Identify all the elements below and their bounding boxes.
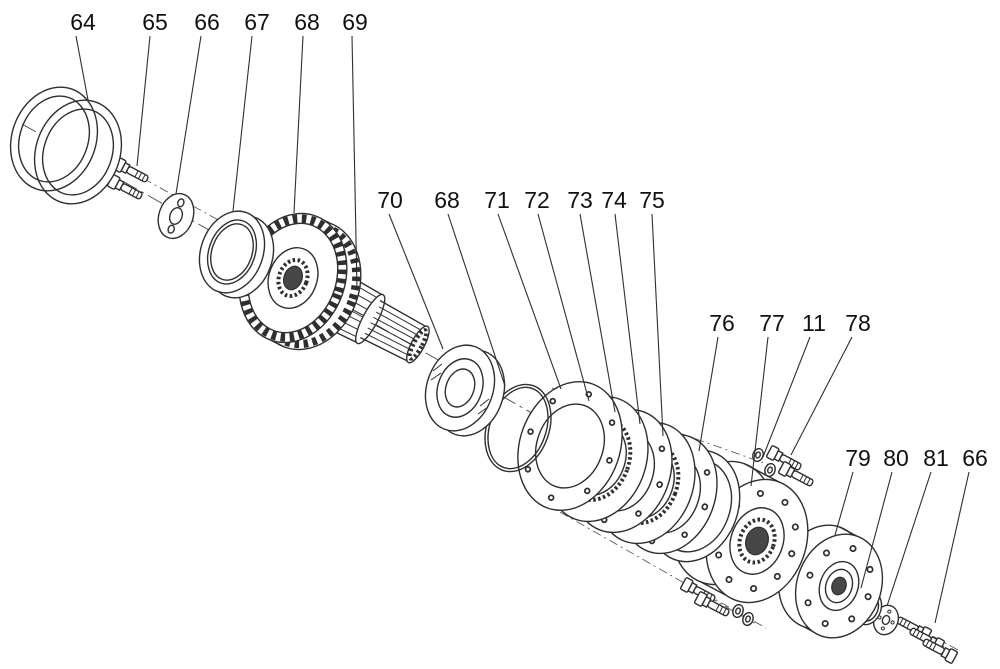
callout-label-75-12: 75 [639,187,665,213]
callout-label-81-19: 81 [923,445,949,471]
callout-leader-66-20 [934,471,970,624]
callout-label-80-18: 80 [883,445,909,471]
callout-leader-77-14 [750,336,769,487]
callout-leader-75-12 [651,213,664,437]
part-79-flange-hub [777,524,884,639]
callout-leader-70-6 [388,213,444,350]
callout-label-78-16: 78 [845,310,871,336]
callout-leader-69-5 [351,35,358,291]
callout-label-66-20: 66 [962,445,988,471]
callout-leader-68-4 [293,35,304,214]
callout-leader-64-0 [75,35,89,101]
callout-leader-67-3 [232,35,253,212]
callout-label-76-13: 76 [709,310,735,336]
part-66-lock-plate [157,192,195,240]
callout-layer: 64 65 66 67 68 69 70 68 71 72 73 74 75 76 77 11 78 79 80 81… [70,9,988,624]
callout-label-72-9: 72 [524,187,550,213]
callout-label-65-1: 65 [142,9,168,35]
callout-label-68-7: 68 [434,187,460,213]
callout-leader-65-1 [136,35,151,167]
callout-label-11-15: 11 [802,310,826,336]
callout-leader-73-10 [579,213,616,413]
callout-leader-74-11 [614,213,641,425]
callout-leader-71-8 [497,213,562,390]
callout-leader-78-16 [790,336,853,456]
callout-leader-68-7 [447,213,506,387]
callout-leader-81-19 [886,471,932,607]
callout-label-71-8: 71 [484,187,510,213]
part-64-sleeve [9,86,123,205]
part-67-spacer-ring [198,210,275,299]
callout-label-70-6: 70 [377,187,403,213]
callout-label-74-11: 74 [601,187,627,213]
callout-label-64-0: 64 [70,9,96,35]
callout-label-73-10: 73 [567,187,593,213]
washer-icon [750,446,766,464]
callout-label-68-4: 68 [294,9,320,35]
callout-leader-76-13 [698,336,719,452]
callout-label-77-14: 77 [759,310,785,336]
part-70-bearing [424,344,506,437]
part-66-bolts-bottom [894,613,959,665]
callout-label-67-3: 67 [244,9,270,35]
callout-label-69-5: 69 [342,9,368,35]
washer-icon [740,610,756,628]
callout-label-79-17: 79 [845,445,871,471]
part-71-clutch-plate [517,380,623,512]
callout-label-66-2: 66 [194,9,220,35]
callout-leader-11-15 [762,336,811,458]
callout-leader-79-17 [834,471,854,536]
callout-leader-66-2 [175,35,202,195]
callout-leader-80-18 [860,471,893,589]
callout-leader-72-9 [537,213,590,402]
